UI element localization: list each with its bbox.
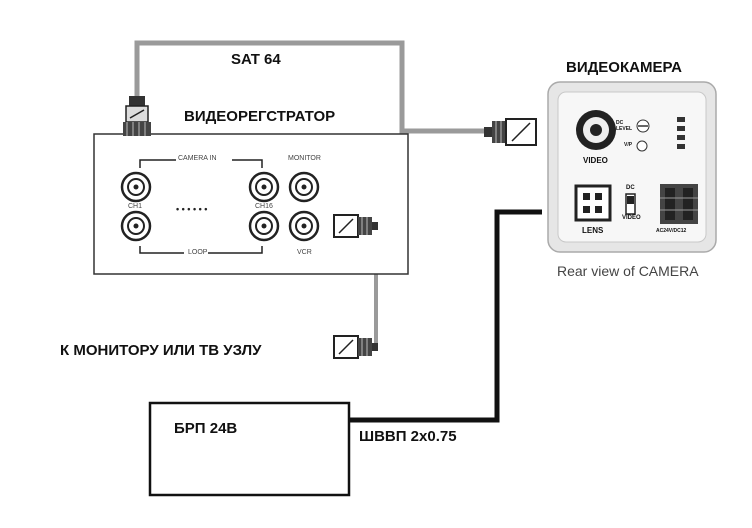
- lens-label: LENS: [582, 226, 604, 235]
- camera-video-label: VIDEO: [583, 156, 608, 165]
- channels-dots: • • • • • •: [176, 204, 208, 214]
- power-supply-box: [148, 401, 351, 497]
- power-cable: [348, 209, 542, 423]
- ch16-label: CH16: [255, 203, 273, 210]
- rear-view-caption: Rear view of CAMERA: [557, 263, 699, 279]
- loop-label: LOOP: [188, 249, 208, 256]
- dc-level-label: DC LEVEL: [616, 120, 633, 132]
- camera-in-label: CAMERA IN: [178, 155, 217, 162]
- power-terminal-label: AC24V/DC12: [656, 228, 687, 234]
- vp-label: V/P: [624, 142, 633, 148]
- recorder-box: [93, 133, 409, 275]
- bnc-jack-loop1: [120, 210, 152, 242]
- dc-level-knob: [636, 119, 650, 152]
- sat64-cable: [134, 40, 485, 134]
- lens-connector: [574, 184, 612, 222]
- ch1-label: CH1: [128, 203, 143, 210]
- camera-video-jack: [576, 110, 616, 150]
- monitor-hint-label: К МОНИТОРУ ИЛИ ТВ УЗЛУ: [60, 342, 262, 359]
- cable-label: ШВВП 2х0.75: [359, 428, 457, 445]
- vcr-label: VCR: [297, 249, 312, 256]
- bnc-plug-monitor: [333, 335, 378, 359]
- dc-video-switch: [625, 193, 636, 215]
- bnc-plug-vcr: [333, 214, 378, 238]
- power-unit-label: БРП 24В: [174, 420, 238, 437]
- monitor-port-label: MONITOR: [288, 155, 321, 162]
- bnc-jack-monitor: [288, 171, 320, 203]
- bnc-jack-ch16: [248, 171, 280, 203]
- dc-label: DC: [626, 185, 635, 191]
- bnc-jack-loop16: [248, 210, 280, 242]
- bnc-plug-camera: [484, 118, 537, 146]
- panel-brackets: [139, 159, 263, 254]
- recorder-title: ВИДЕОРЕГСТРАТОР: [184, 108, 336, 125]
- bnc-jack-vcr: [288, 210, 320, 242]
- video-switch-label: VIDEO: [622, 215, 641, 221]
- sat64-label: SAT 64: [231, 51, 281, 68]
- dip-switches: [677, 117, 685, 149]
- bnc-jack-ch1: [120, 171, 152, 203]
- camera-title: ВИДЕОКАМЕРА: [566, 59, 682, 76]
- bnc-plug-top: [123, 96, 151, 136]
- power-terminal: [660, 184, 698, 224]
